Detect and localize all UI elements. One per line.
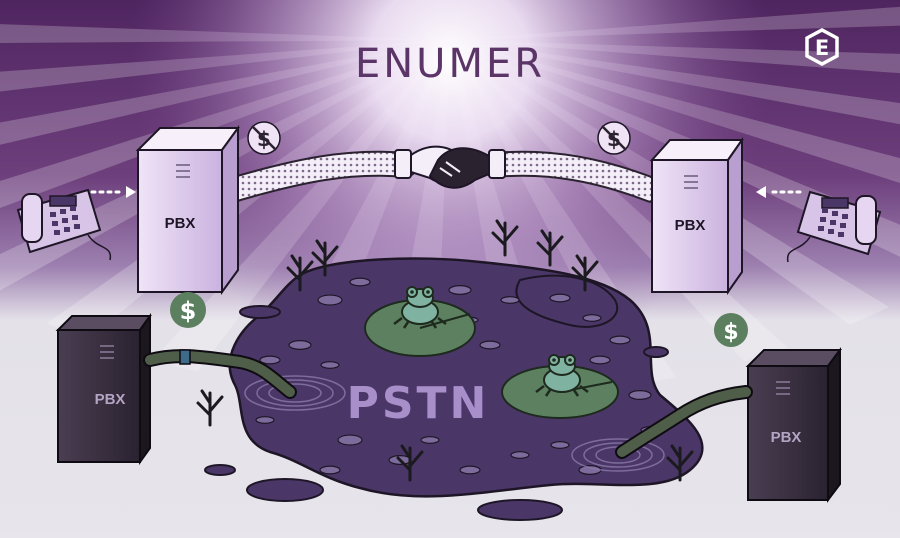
pebble — [337, 434, 363, 446]
pebble — [259, 355, 281, 365]
ripples — [244, 375, 665, 472]
pebble — [582, 314, 602, 322]
swamp-pebbles — [255, 277, 660, 476]
pebble — [319, 465, 341, 475]
pebble — [420, 436, 440, 444]
pebble — [317, 294, 343, 306]
pbx-label: PBX — [95, 391, 126, 408]
pipe-right — [615, 385, 753, 459]
conduit-left — [221, 152, 416, 201]
lily-pad-left — [364, 299, 476, 357]
reed — [286, 254, 314, 292]
pebble — [349, 277, 371, 287]
pbx-lower-left: PBX — [55, 312, 152, 466]
pebble — [609, 335, 631, 345]
pbx-lower-right: PBX — [745, 347, 842, 503]
arrow-phone-to-pbx-left — [90, 186, 136, 198]
pbx-label: PBX — [675, 217, 706, 234]
dollar-symbol: $ — [723, 320, 738, 345]
phone-icon — [786, 190, 882, 263]
pebble — [500, 296, 520, 304]
reed — [536, 229, 564, 267]
dollar-symbol: $ — [180, 297, 197, 325]
pbx-label: PBX — [165, 215, 196, 232]
reed — [196, 389, 224, 427]
frog-icon — [535, 354, 589, 397]
handshake-icon — [394, 145, 506, 189]
arrow-phone-to-pbx-right — [756, 186, 802, 198]
pebble — [589, 355, 611, 365]
reeds — [196, 219, 694, 482]
reed — [571, 254, 599, 292]
pebble — [479, 340, 501, 350]
pstn-label: PSTN — [347, 378, 490, 429]
pebble — [549, 293, 571, 303]
pebble — [255, 416, 275, 424]
logo-icon: E — [805, 28, 839, 66]
title: ENUMER — [355, 41, 545, 87]
phone-icon — [16, 188, 112, 261]
free-dollar-icon: $ — [247, 121, 281, 155]
reed — [396, 444, 424, 482]
pebble — [628, 390, 652, 401]
frog-icon — [393, 286, 447, 329]
free-dollar-icon: $ — [597, 121, 631, 155]
dollar-icon: $ — [714, 313, 748, 347]
pebble — [448, 285, 472, 296]
reed — [311, 239, 339, 277]
dollar-icon: $ — [170, 292, 206, 328]
reed — [666, 444, 694, 482]
pbx-upper-left: PBX — [135, 124, 240, 296]
pebble — [510, 451, 530, 459]
pbx-upper-right: PBX — [649, 136, 744, 296]
pebble — [459, 465, 481, 475]
reed — [491, 219, 519, 257]
pebble — [288, 340, 312, 351]
pebble — [320, 361, 340, 369]
pebble — [550, 441, 570, 449]
conduit-right — [484, 152, 663, 201]
logo-text: E — [815, 36, 829, 60]
pipe-left — [143, 349, 297, 399]
pbx-label: PBX — [771, 429, 802, 446]
